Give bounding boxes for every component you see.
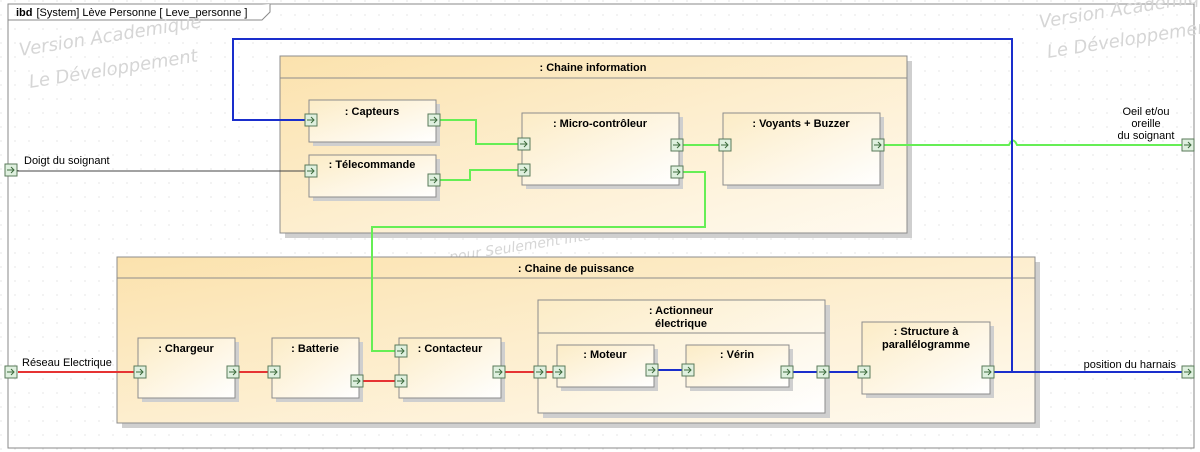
block-label-telecommande: : Télecommande [329, 159, 416, 171]
frame-label: ibd[System] Lève Personne [ Leve_personn… [16, 7, 247, 19]
port-actionneur-in[interactable] [533, 365, 547, 379]
block-verin[interactable]: : Vérin [685, 344, 793, 391]
block-label-batterie: : Batterie [291, 343, 339, 355]
port-chargeur-out[interactable] [226, 365, 240, 379]
port-oeil[interactable] [1181, 138, 1195, 152]
port-verin-in[interactable] [681, 363, 695, 377]
block-label-voyants: : Voyants + Buzzer [752, 118, 850, 130]
port-voyants-out[interactable] [871, 138, 885, 152]
block-label-contacteur: : Contacteur [418, 343, 484, 355]
port-contacteur-in-1[interactable] [394, 344, 408, 358]
block-batterie[interactable]: : Batterie [271, 337, 363, 402]
block-label-verin: : Vérin [720, 349, 755, 361]
port-telecommande-in[interactable] [304, 164, 318, 178]
block-label-capteurs: : Capteurs [345, 106, 399, 118]
port-micro-in-1[interactable] [517, 137, 531, 151]
actionneur-title-1: : Actionneur [649, 305, 714, 317]
label-doigt-du-soignant: Doigt du soignant [24, 155, 110, 167]
port-batterie-in[interactable] [267, 365, 281, 379]
group-title-info: : Chaine information [540, 62, 647, 74]
port-micro-in-2[interactable] [517, 163, 531, 177]
port-structure-in[interactable] [857, 365, 871, 379]
port-chargeur-in[interactable] [133, 365, 147, 379]
label-oeil-1: Oeil et/ou [1122, 106, 1169, 118]
port-doigt[interactable] [4, 163, 18, 177]
block-label-structure-1: : Structure à [894, 326, 960, 338]
block-structure[interactable]: : Structure à parallélogramme [861, 321, 994, 398]
port-moteur-out[interactable] [645, 363, 659, 377]
group-title-puissance: : Chaine de puissance [518, 263, 634, 275]
label-oeil-3: du soignant [1118, 130, 1175, 142]
port-capteurs-in[interactable] [304, 113, 318, 127]
label-oeil-2: oreille [1131, 118, 1160, 130]
block-label-chargeur: : Chargeur [158, 343, 214, 355]
block-telecommande[interactable]: : Télecommande [308, 154, 440, 201]
flow-telecommande-micro[interactable] [436, 169, 522, 181]
label-reseau-electrique: Réseau Electrique [22, 357, 112, 369]
flow-doigt-telecommande[interactable] [17, 170, 309, 172]
label-position-du-harnais: position du harnais [1084, 359, 1177, 371]
block-chargeur[interactable]: : Chargeur [137, 337, 239, 402]
block-moteur[interactable]: : Moteur [556, 344, 658, 391]
port-micro-out-1[interactable] [670, 138, 684, 152]
port-batterie-out[interactable] [350, 374, 364, 388]
port-micro-out-2[interactable] [670, 165, 684, 179]
block-micro-controleur[interactable]: : Micro-contrôleur [521, 112, 683, 189]
block-capteurs[interactable]: : Capteurs [308, 99, 440, 146]
port-position[interactable] [1181, 365, 1195, 379]
port-reseau[interactable] [4, 365, 18, 379]
frame-tab [8, 4, 271, 21]
flow-feedback-capteurs[interactable] [232, 38, 1013, 372]
block-label-micro-controleur: : Micro-contrôleur [553, 118, 648, 130]
port-structure-out[interactable] [981, 365, 995, 379]
port-actionneur-out[interactable] [816, 365, 830, 379]
diagram-frame [7, 3, 1195, 449]
port-contacteur-in-2[interactable] [394, 374, 408, 388]
block-label-structure-2: parallélogramme [882, 339, 970, 351]
actionneur-title-2: électrique [655, 318, 707, 330]
port-capteurs-out[interactable] [427, 113, 441, 127]
block-label-moteur: : Moteur [583, 349, 627, 361]
port-voyants-in[interactable] [718, 138, 732, 152]
port-moteur-in[interactable] [552, 365, 566, 379]
block-voyants-buzzer[interactable]: : Voyants + Buzzer [722, 112, 884, 189]
port-verin-out[interactable] [780, 365, 794, 379]
flow-capteurs-micro[interactable] [436, 119, 522, 145]
block-contacteur[interactable]: : Contacteur [398, 337, 505, 402]
port-contacteur-out[interactable] [492, 365, 506, 379]
flow-micro-contacteur[interactable] [371, 171, 706, 352]
port-telecommande-out[interactable] [427, 173, 441, 187]
